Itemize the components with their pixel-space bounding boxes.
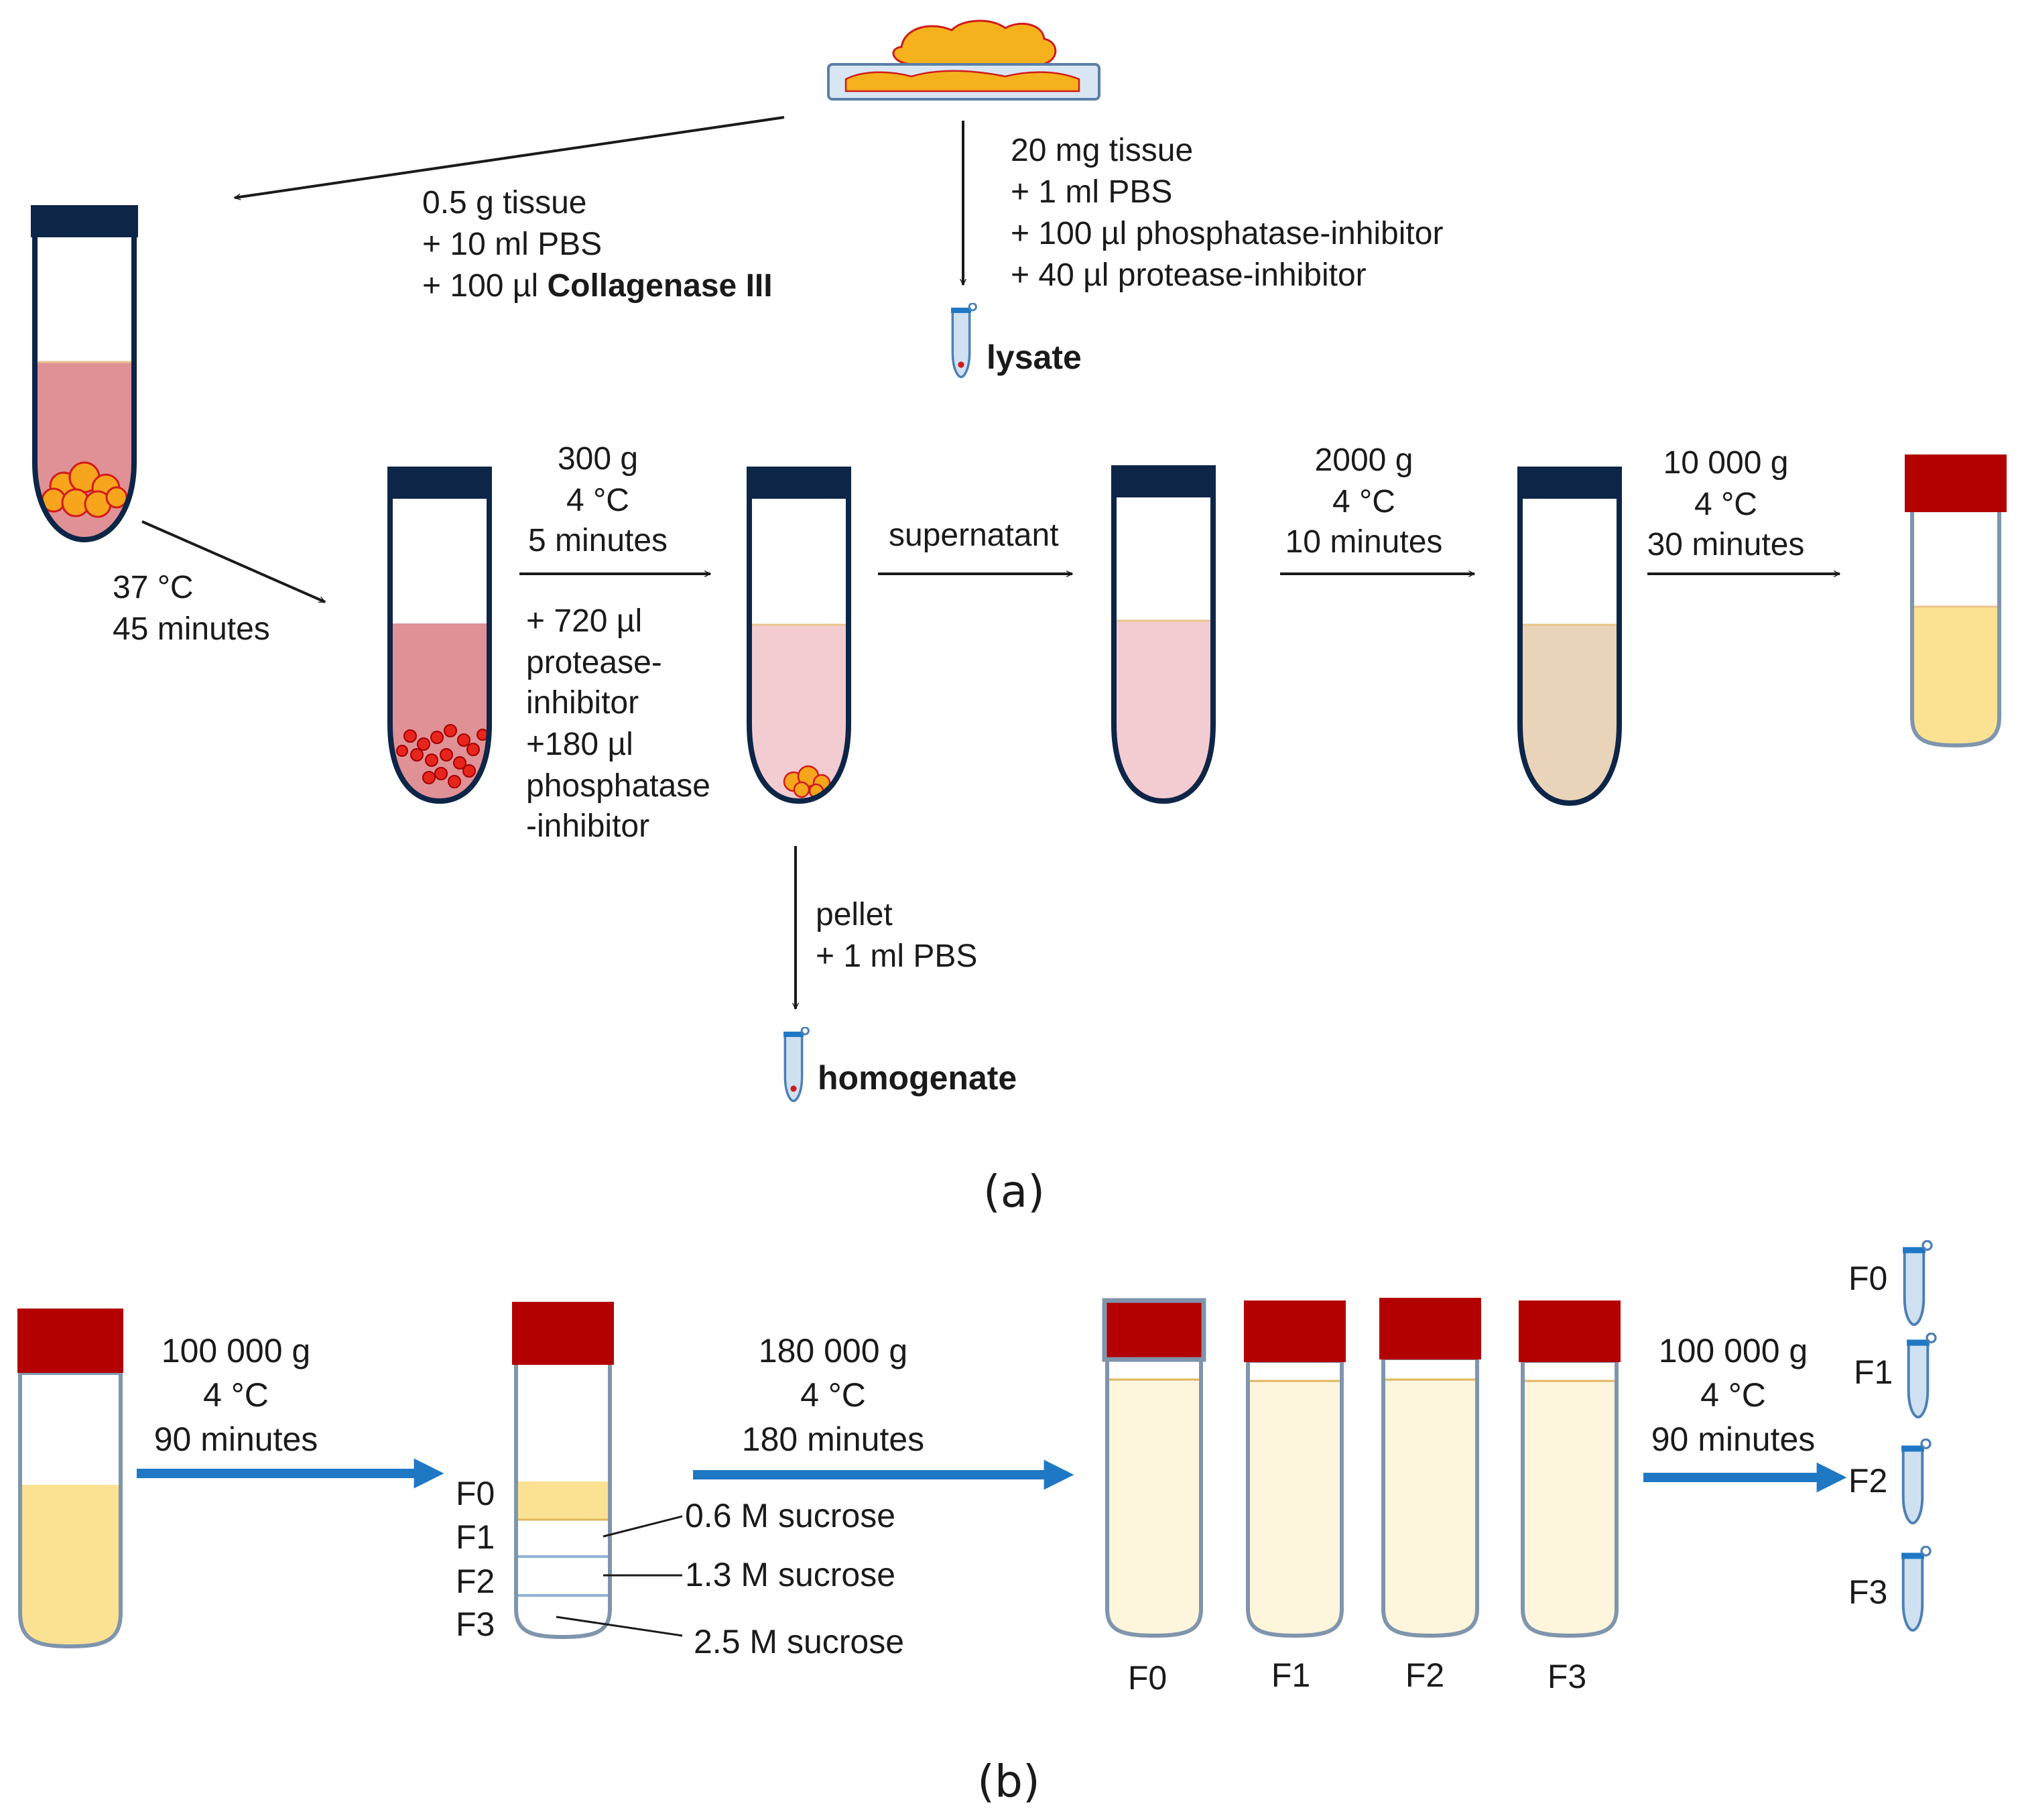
final-fraction-f1: F1 bbox=[1854, 1353, 1893, 1391]
spin2-temp: 4 °C bbox=[1332, 484, 1395, 520]
homogenate-microtube-icon bbox=[782, 1027, 810, 1103]
spin1-time: 5 minutes bbox=[528, 523, 668, 558]
gradient-fraction-f3: F3 bbox=[456, 1605, 495, 1643]
sucrose-leader-2.5 bbox=[556, 1616, 683, 1637]
inhibitor-line2: protease- bbox=[526, 645, 662, 680]
spin-b3-time: 90 minutes bbox=[1651, 1420, 1816, 1458]
digestion-time: 45 minutes bbox=[113, 611, 270, 647]
final-fraction-f2: F2 bbox=[1848, 1462, 1887, 1500]
start-tube-b bbox=[17, 1309, 123, 1649]
lysate-label: lysate bbox=[987, 339, 1082, 376]
gradient-fraction-f2: F2 bbox=[456, 1563, 495, 1600]
gradient-fraction-f0: F0 bbox=[456, 1475, 495, 1512]
petri-dish-with-tissue bbox=[827, 19, 1100, 101]
lysate-prep-line2: + 1 ml PBS bbox=[1011, 174, 1172, 210]
ultracentrifuge-tube-a bbox=[1905, 454, 2007, 748]
lysate-prep-line3: + 100 µl phosphatase-inhibitor bbox=[1011, 216, 1443, 251]
pellet-line1: pellet bbox=[816, 897, 893, 932]
sucrose-leader-0.6 bbox=[603, 1515, 683, 1538]
final-fraction-f0: F0 bbox=[1848, 1260, 1887, 1297]
spin2-force: 2000 g bbox=[1315, 442, 1413, 478]
spin-b2-temp: 4 °C bbox=[800, 1376, 866, 1414]
spin-b2-time: 180 minutes bbox=[742, 1420, 924, 1458]
pellet-line2: + 1 ml PBS bbox=[816, 938, 977, 974]
lysate-microtube-icon bbox=[950, 303, 977, 379]
final-microtube-f3-icon bbox=[1901, 1546, 1930, 1630]
panel-label-a: (a) bbox=[983, 1166, 1045, 1217]
collagenase-amount: + 100 µl bbox=[422, 268, 547, 304]
collagenase-line3: + 100 µl Collagenase III bbox=[422, 268, 773, 304]
lysate-prep-line4: + 40 µl protease-inhibitor bbox=[1011, 257, 1367, 293]
homogenate-label: homogenate bbox=[818, 1059, 1017, 1097]
spin3-time: 30 minutes bbox=[1647, 527, 1805, 562]
inhibitor-line4: +180 µl bbox=[526, 727, 633, 762]
panel-label-b: (b) bbox=[977, 1756, 1039, 1807]
final-fraction-f3: F3 bbox=[1848, 1573, 1887, 1611]
result-label-f0: F0 bbox=[1128, 1659, 1167, 1697]
result-label-f2: F2 bbox=[1405, 1656, 1444, 1694]
pellet-tube bbox=[747, 467, 851, 804]
spin-b3-force: 100 000 g bbox=[1659, 1332, 1808, 1370]
sucrose-label-1.3: 1.3 M sucrose bbox=[685, 1556, 895, 1593]
spin-b3-temp: 4 °C bbox=[1700, 1376, 1766, 1414]
spin1-force: 300 g bbox=[558, 441, 638, 477]
result-tube-f1 bbox=[1244, 1300, 1346, 1638]
digestion-temp: 37 °C bbox=[113, 570, 194, 605]
collagenase-line2: + 10 ml PBS bbox=[422, 227, 602, 262]
gradient-fraction-f1: F1 bbox=[456, 1518, 495, 1556]
inhibitor-line6: -inhibitor bbox=[526, 808, 649, 844]
spin-b2-force: 180 000 g bbox=[759, 1332, 907, 1370]
collagenase-line1: 0.5 g tissue bbox=[422, 185, 586, 221]
spin3-force: 10 000 g bbox=[1663, 445, 1789, 481]
arrow-digestion bbox=[141, 520, 325, 603]
collagenase-enzyme: Collagenase III bbox=[547, 268, 772, 304]
supernatant-label: supernatant bbox=[889, 518, 1059, 553]
final-microtube-f1-icon bbox=[1907, 1333, 1936, 1417]
gradient-tube bbox=[512, 1302, 614, 1640]
result-tube-f3 bbox=[1519, 1300, 1621, 1638]
spin1-temp: 4 °C bbox=[566, 483, 629, 518]
digestion-tube bbox=[31, 205, 138, 543]
sucrose-label-0.6: 0.6 M sucrose bbox=[685, 1497, 895, 1534]
spin-b1-force: 100 000 g bbox=[162, 1332, 310, 1370]
arrow-to-digestion-tube bbox=[235, 116, 785, 198]
spin-b1-time: 90 minutes bbox=[154, 1420, 318, 1458]
inhibitor-line1: + 720 µl bbox=[526, 603, 642, 639]
result-label-f3: F3 bbox=[1548, 1658, 1586, 1695]
sucrose-label-2.5: 2.5 M sucrose bbox=[694, 1623, 904, 1660]
supernatant-tube bbox=[1111, 465, 1216, 804]
spin3-temp: 4 °C bbox=[1694, 487, 1757, 522]
result-tube-f2 bbox=[1379, 1298, 1481, 1638]
beige-tube bbox=[1517, 467, 1622, 806]
result-label-f1: F1 bbox=[1271, 1656, 1310, 1694]
spin-b1-temp: 4 °C bbox=[203, 1376, 269, 1414]
final-microtube-f0-icon bbox=[1903, 1241, 1932, 1325]
inhibitor-line5: phosphatase bbox=[526, 768, 710, 804]
spin2-time: 10 minutes bbox=[1285, 524, 1443, 560]
inhibitor-line3: inhibitor bbox=[526, 685, 639, 721]
result-tube-f0 bbox=[1102, 1298, 1206, 1638]
digest-tube bbox=[387, 467, 492, 804]
lysate-prep-line1: 20 mg tissue bbox=[1011, 133, 1193, 168]
final-microtube-f2-icon bbox=[1901, 1439, 1930, 1523]
